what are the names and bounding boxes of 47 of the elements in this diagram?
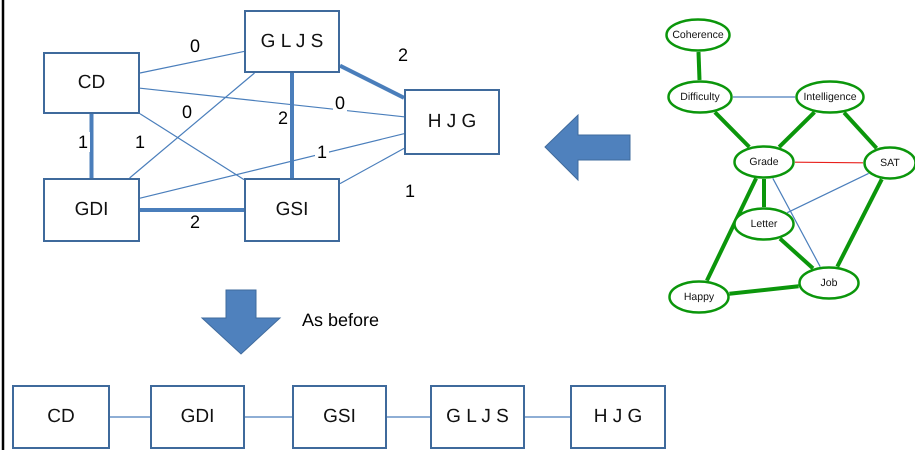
variable-ellipse: Happy [668,280,730,314]
connector-line [140,113,244,180]
node-box: GDI [150,385,245,449]
node-box: GSI [292,385,387,449]
connector-line [733,96,795,98]
edge-label: 0 [333,93,347,113]
connector-line [110,416,150,418]
node-box: H J G [404,89,500,155]
connector-line [696,52,702,80]
connector-line [705,178,758,282]
connector-line [129,72,255,178]
connector-line [525,416,570,418]
connector-line [140,133,404,199]
node-box: GSI [244,178,340,242]
variable-ellipse: Job [798,266,860,300]
edge-label: 1 [76,132,90,152]
variable-ellipse: Letter [733,207,795,241]
node-box: G L J S [430,385,525,449]
connector-line [842,111,878,150]
connector-line [729,284,799,296]
node-box: G L J S [244,10,340,73]
node-box: CD [12,385,110,449]
node-box: CD [43,52,140,114]
connector-line [245,416,292,418]
variable-ellipse: Intelligence [795,80,865,114]
connector-line [762,179,766,207]
node-box: GDI [43,178,140,242]
connector-line [140,88,404,118]
connector-line [387,416,430,418]
connector-line [778,110,816,149]
variable-ellipse: Difficulty [667,80,733,114]
connector-line [795,162,863,164]
connector-line [90,114,94,178]
node-box: H J G [570,385,666,449]
connector-line [836,178,884,268]
connector-line [713,110,751,148]
connector-line [290,73,294,178]
connector-line [140,208,244,212]
connector-line [140,50,244,74]
connector-line [772,178,821,267]
variable-ellipse: Grade [733,145,795,179]
connector-line [778,237,814,270]
connector-line [786,172,869,214]
connector-line [339,64,405,100]
note-text: As before [302,309,380,331]
connector-line [340,148,404,184]
variable-ellipse: Coherence [665,18,731,52]
